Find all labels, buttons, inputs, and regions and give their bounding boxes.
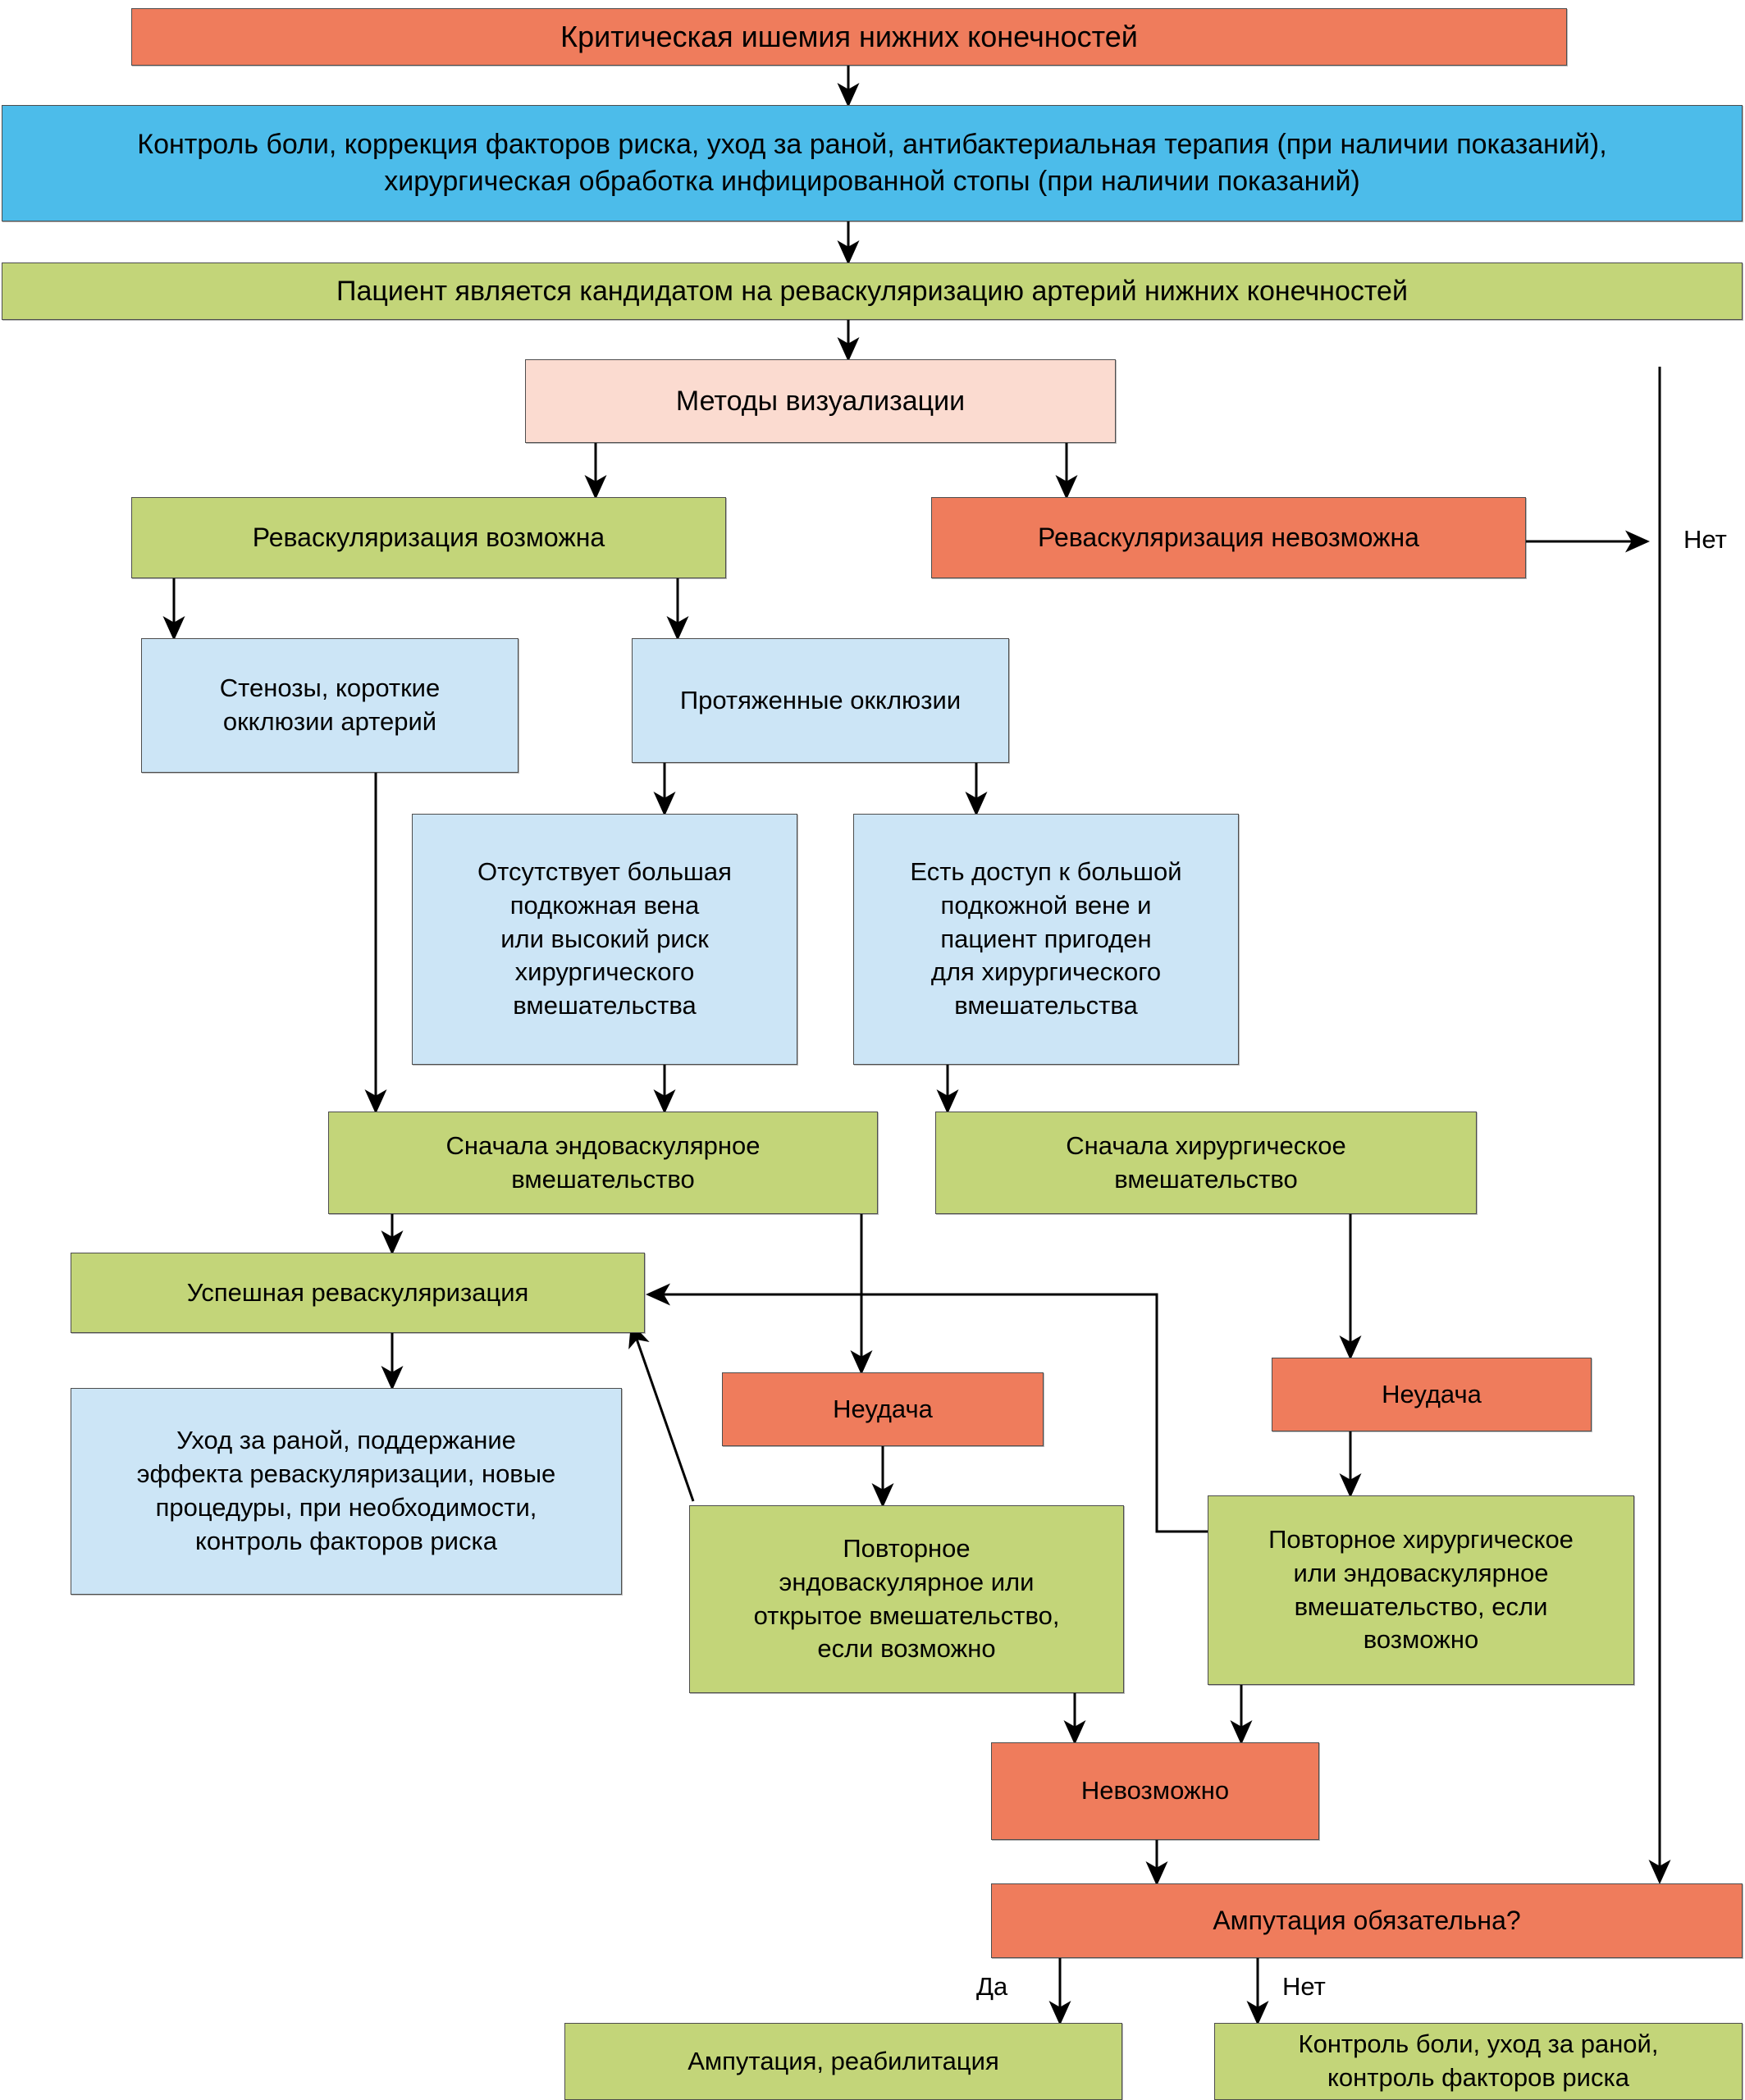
edge-label-yes-bottom: Да [976, 1972, 1008, 2001]
node-repeat-surgical-or-endovascular-label: Повторное хирургическое или эндоваскуляр… [1268, 1524, 1574, 1655]
node-imaging-methods[interactable]: Методы визуализации [525, 359, 1116, 443]
node-revascularization-possible-label: Реваскуляризация возможна [252, 523, 605, 553]
node-stenoses-short-occlusions-label: Стенозы, короткие окклюзии артерий [219, 673, 441, 736]
node-has-great-saphenous-vein-label: Есть доступ к большой подкожной вене и п… [910, 856, 1182, 1020]
edge-label-no-bottom: Нет [1282, 1972, 1326, 2001]
node-wound-care-maintenance[interactable]: Уход за раной, поддержание эффекта ревас… [71, 1388, 622, 1595]
node-long-occlusions[interactable]: Протяженные окклюзии [632, 638, 1009, 763]
node-impossible[interactable]: Невозможно [991, 1742, 1319, 1840]
node-repeat-endovascular-or-open-label: Повторное эндоваскулярное или открытое в… [753, 1533, 1060, 1664]
node-revascularization-candidate-label: Пациент является кандидатом на реваскуля… [336, 275, 1408, 307]
node-revascularization-possible[interactable]: Реваскуляризация возможна [131, 497, 726, 578]
node-impossible-label: Невозможно [1080, 1776, 1230, 1806]
node-failure-endovascular[interactable]: Неудача [722, 1372, 1044, 1446]
node-pain-control-bottom[interactable]: Контроль боли, уход за раной, контроль ф… [1214, 2023, 1743, 2100]
node-revascularization-impossible[interactable]: Реваскуляризация невозможна [931, 497, 1526, 578]
node-successful-revascularization[interactable]: Успешная реваскуляризация [71, 1253, 645, 1333]
node-repeat-surgical-or-endovascular[interactable]: Повторное хирургическое или эндоваскуляр… [1208, 1495, 1634, 1685]
node-surgery-first-label: Сначала хирургическое вмешательство [1066, 1130, 1346, 1194]
node-long-occlusions-label: Протяженные окклюзии [679, 685, 962, 714]
node-failure-surgical[interactable]: Неудача [1272, 1358, 1592, 1431]
node-endovascular-first[interactable]: Сначала эндоваскулярное вмешательство [328, 1112, 878, 1214]
node-pain-control-top[interactable]: Контроль боли, коррекция факторов риска,… [2, 105, 1743, 221]
node-amputation-required[interactable]: Ампутация обязательна? [991, 1883, 1743, 1958]
node-revascularization-candidate[interactable]: Пациент является кандидатом на реваскуля… [2, 262, 1743, 320]
node-amputation-rehabilitation[interactable]: Ампутация, реабилитация [564, 2023, 1122, 2100]
node-pain-control-top-label: Контроль боли, коррекция факторов риска,… [137, 129, 1607, 197]
node-imaging-methods-label: Методы визуализации [675, 385, 966, 417]
node-wound-care-maintenance-label: Уход за раной, поддержание эффекта ревас… [136, 1426, 556, 1555]
edge-label-no-right: Нет [1683, 525, 1727, 554]
node-failure-endovascular-label: Неудача [833, 1394, 933, 1423]
node-repeat-endovascular-or-open[interactable]: Повторное эндоваскулярное или открытое в… [689, 1505, 1124, 1693]
node-revascularization-impossible-label: Реваскуляризация невозможна [1038, 523, 1419, 553]
node-failure-surgical-label: Неудача [1382, 1379, 1482, 1408]
node-endovascular-first-label: Сначала эндоваскулярное вмешательство [445, 1130, 761, 1194]
node-no-great-saphenous-vein[interactable]: Отсутствует большая подкожная вена или в… [412, 814, 797, 1065]
node-critical-ischemia[interactable]: Критическая ишемия нижних конечностей [131, 8, 1567, 66]
node-critical-ischemia-label: Критическая ишемия нижних конечностей [560, 20, 1138, 54]
node-has-great-saphenous-vein[interactable]: Есть доступ к большой подкожной вене и п… [853, 814, 1239, 1065]
node-successful-revascularization-label: Успешная реваскуляризация [186, 1277, 529, 1307]
node-pain-control-bottom-label: Контроль боли, уход за раной, контроль ф… [1298, 2029, 1659, 2092]
node-amputation-required-label: Ампутация обязательна? [1213, 1906, 1521, 1936]
node-amputation-rehabilitation-label: Ампутация, реабилитация [687, 2046, 999, 2075]
node-surgery-first[interactable]: Сначала хирургическое вмешательство [935, 1112, 1477, 1214]
node-no-great-saphenous-vein-label: Отсутствует большая подкожная вена или в… [477, 856, 732, 1020]
node-stenoses-short-occlusions[interactable]: Стенозы, короткие окклюзии артерий [141, 638, 518, 773]
